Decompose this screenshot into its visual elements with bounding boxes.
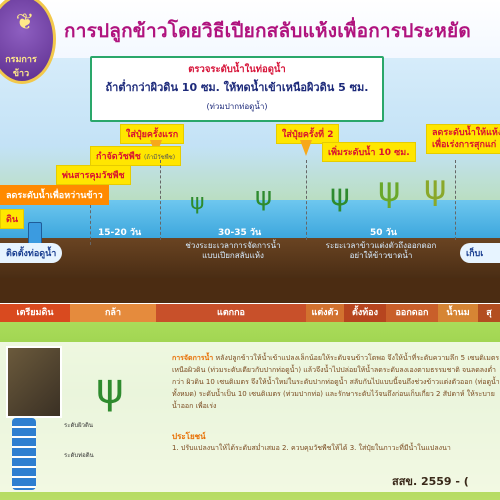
awd-period-line-2: แบบเปียกสลับแห้ง <box>202 251 264 260</box>
install-pipe-label: ติดตั้งท่อดูน้ำ <box>0 243 63 263</box>
rice-roots-illustration-icon: ψ <box>96 364 124 413</box>
days-tillering: 30-35 วัน <box>218 228 262 238</box>
rice-plant-icon: ψ <box>424 168 447 208</box>
flowering-caption: ระยะเวลาข้าวแต่งตัวถึงออกดอก อย่าให้ข้าว… <box>306 241 456 261</box>
water-management-text: การจัดการน้ำ หลังปลูกข้าวให้น้ำเข้าแปลงเ… <box>172 352 500 412</box>
benefits-list: 1. ปรับแปลงนาให้ได้ระดับสม่ำเสมอ 2. ควบค… <box>172 444 451 452</box>
herbicide-tag: พ่นสารคุมวัชพืช <box>56 165 131 185</box>
stage-segment: สุ <box>478 304 500 322</box>
soil-tag: ดิน <box>0 209 24 229</box>
water-layer <box>0 200 500 240</box>
stage-segment: กล้า <box>70 304 156 322</box>
footer-code: สสข. 2559 - ( <box>392 475 469 488</box>
body-lead: การจัดการน้ำ <box>172 354 214 362</box>
flowering-line-2: อย่าให้ข้าวขาดน้ำ <box>349 251 413 260</box>
field-band <box>0 278 500 303</box>
stage-segment: ตั้งท้อง <box>344 304 386 322</box>
drain-water-label: ลดระดับน้ำให้แห้ง <box>432 128 500 138</box>
pipe-photo <box>6 346 62 418</box>
rice-plant-icon: ψ <box>190 190 205 215</box>
guide-line <box>90 205 91 245</box>
rice-sheaf-icon: ❦ <box>15 10 35 35</box>
stage-segment: น้ำนม <box>438 304 478 322</box>
rice-plant-icon: ψ <box>330 178 350 213</box>
benefits-title: ประโยชน์ <box>172 432 206 441</box>
growth-stage-bar: เตรียมดินกล้าแตกกอแต่งตัวตั้งท้องออกดอกน… <box>0 304 500 322</box>
days-flowering: 50 วัน <box>370 228 397 238</box>
guide-line <box>455 160 456 240</box>
lower-water-tag: ลดระดับน้ำเพื่อหว่านข้าว <box>0 185 109 205</box>
pipe-check-instruction: ถ้าต่ำกว่าผิวดิน 10 ซม. ให้ทดน้ำเข้าเหนื… <box>105 81 369 94</box>
pipe-diagram-icon <box>12 418 36 490</box>
guide-line <box>160 160 161 240</box>
stage-segment: แตกกอ <box>156 304 306 322</box>
fertilizer-second-arrow-icon <box>300 140 312 156</box>
raise-water-tag: เพิ่มระดับน้ำ 10 ซม. <box>322 142 416 162</box>
stage-segment: ออกดอก <box>386 304 438 322</box>
rice-plant-icon: ψ <box>255 182 273 212</box>
flowering-line-1: ระยะเวลาข้าวแต่งตัวถึงออกดอก <box>325 241 437 250</box>
harvest-label: เก็บเ <box>460 243 500 263</box>
tube-label-top: ระดับผิวดิน <box>64 422 94 429</box>
pipe-check-note: (ท่วมปากท่อดูน้ำ) <box>206 102 268 111</box>
drain-water-tag: ลดระดับน้ำให้แห้ง เพื่อเร่งการสุกแก่ <box>426 124 500 154</box>
pipe-check-box: ตรวจระดับน้ำในท่อดูน้ำ ถ้าต่ำกว่าผิวดิน … <box>90 56 384 122</box>
drain-water-label-2: เพื่อเร่งการสุกแก่ <box>432 140 497 150</box>
pipe-check-title: ตรวจระดับน้ำในท่อดูน้ำ <box>188 64 286 75</box>
weed-control-tag: กำจัดวัชพืช (ถ้ามีวัชพืช) <box>90 146 182 166</box>
rice-plant-icon: ψ <box>378 170 401 210</box>
weed-control-label: กำจัดวัชพืช <box>96 152 141 162</box>
body-content: หลังปลูกข้าวให้น้ำเข้าแปลงเล็กน้อยให้ระด… <box>172 354 500 410</box>
days-seedling: 15-20 วัน <box>98 228 142 238</box>
page-title: การปลูกข้าวโดยวิธีเปียกสลับแห้งเพื่อการป… <box>64 20 471 42</box>
logo-text: กรมการข้าว <box>5 55 37 79</box>
header-band <box>0 0 500 58</box>
stage-segment: เตรียมดิน <box>0 304 70 322</box>
stage-segment: แต่งตัว <box>306 304 344 322</box>
soil-layer <box>0 238 500 278</box>
guide-line <box>306 160 307 240</box>
awd-period-caption: ช่วงระยะเวลาการจัดการน้ำ แบบเปียกสลับแห้… <box>160 241 306 261</box>
awd-period-line-1: ช่วงระยะเวลาการจัดการน้ำ <box>185 241 281 250</box>
info-panel <box>0 342 500 492</box>
tube-label-bottom: ระดับท่อดิน <box>64 452 94 459</box>
weed-control-note: (ถ้ามีวัชพืช) <box>143 154 176 161</box>
